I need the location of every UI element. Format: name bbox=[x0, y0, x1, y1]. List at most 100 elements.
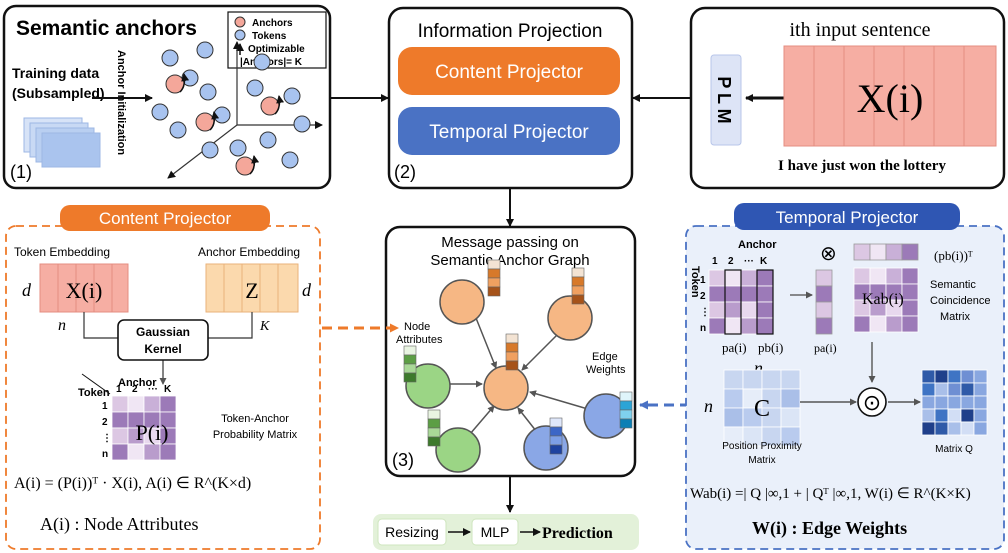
panel2-step: (2) bbox=[394, 162, 416, 182]
legend-count: |Anchors|= K bbox=[240, 57, 303, 68]
q-matrix-cell bbox=[973, 395, 988, 410]
q-matrix-cell bbox=[934, 395, 949, 410]
anchor-init-label: Anchor Initialization bbox=[115, 50, 127, 155]
q-matrix-cell bbox=[921, 408, 936, 423]
legend-tokens: Tokens bbox=[252, 31, 287, 42]
content-projector-label: Content Projector bbox=[435, 62, 584, 83]
p-matrix-cell bbox=[111, 395, 129, 413]
content-caption: A(i) : Node Attributes bbox=[40, 514, 198, 535]
edge-weights-line1: Edge bbox=[592, 351, 618, 363]
q-label: Matrix Q bbox=[935, 444, 973, 455]
position-proximity-matrix bbox=[723, 369, 801, 447]
graph-node-right bbox=[547, 295, 593, 341]
p-matrix-cell bbox=[159, 443, 177, 461]
content-cols-label: 2 bbox=[132, 384, 138, 395]
c-symbol: C bbox=[754, 396, 770, 422]
content-projector-button[interactable] bbox=[398, 47, 620, 95]
pa-label: pa(i) bbox=[722, 340, 747, 355]
p-matrix-cell bbox=[159, 395, 177, 413]
token-points bbox=[151, 41, 311, 169]
plm-box bbox=[710, 54, 742, 146]
gaussian-kernel-box bbox=[117, 319, 209, 361]
q-matrix-cell bbox=[934, 421, 949, 436]
token-embedding-label: Token Embedding bbox=[14, 245, 110, 259]
pa-vector-cell bbox=[815, 301, 833, 319]
t-probability-matrix bbox=[708, 269, 774, 335]
temporal-cols-label: K bbox=[760, 256, 768, 267]
temporal-cols-label: ··· bbox=[744, 256, 754, 267]
p-matrix-cell bbox=[127, 395, 145, 413]
k-matrix-cell bbox=[869, 315, 887, 333]
token-embedding-matrix bbox=[39, 263, 129, 313]
q-matrix-cell bbox=[947, 369, 962, 384]
t-matrix-cell bbox=[756, 269, 774, 287]
c-matrix-cell bbox=[780, 369, 801, 390]
c-matrix-cell bbox=[723, 388, 744, 409]
content-cols-label: 1 bbox=[116, 384, 122, 395]
q-matrix-cell bbox=[960, 421, 975, 436]
q-matrix-cell bbox=[947, 382, 962, 397]
pos-line2: Matrix bbox=[748, 455, 775, 466]
pos-line1: Position Proximity bbox=[722, 441, 801, 452]
p-matrix-cell bbox=[111, 411, 129, 429]
pa-vector bbox=[815, 269, 833, 335]
sem-line2: Coincidence bbox=[930, 295, 991, 307]
information-projection-panel: Information Projection Content Projector… bbox=[387, 6, 634, 190]
input-matrix-symbol: X(i) bbox=[857, 76, 924, 121]
content-projector-panel: Content Projector Token Embedding Anchor… bbox=[5, 205, 321, 550]
semantic-coincidence-matrix bbox=[853, 267, 919, 333]
odot-operator bbox=[857, 387, 887, 417]
p-matrix-cell bbox=[127, 443, 145, 461]
panel1-step: (1) bbox=[10, 162, 32, 182]
graph-node-left bbox=[405, 363, 451, 409]
k-symbol: Kab(i) bbox=[862, 291, 904, 308]
message-passing-panel: Message passing on Semantic Anchor Graph… bbox=[384, 225, 637, 478]
t-matrix-cell bbox=[740, 301, 758, 319]
c-matrix-cell bbox=[723, 369, 744, 390]
input-sentence-panel: ith input sentence P L M X(i) I have jus… bbox=[689, 6, 1006, 190]
t-matrix-cell bbox=[740, 317, 758, 335]
kernel-line1: Gaussian bbox=[136, 325, 190, 339]
c-matrix-cell bbox=[761, 369, 782, 390]
pbt-label: (pb(i))ᵀ bbox=[934, 248, 973, 263]
t-matrix-cell bbox=[740, 269, 758, 287]
plm-label: P L M bbox=[714, 76, 734, 123]
t-matrix-cell bbox=[724, 317, 742, 335]
q-matrix-cell bbox=[973, 369, 988, 384]
content-rows-label: ⋮ bbox=[102, 433, 112, 444]
temporal-rows-label: n bbox=[700, 323, 706, 334]
q-matrix-cell bbox=[934, 408, 949, 423]
pipeline-mlp: MLP bbox=[481, 524, 510, 540]
t-matrix-cell bbox=[708, 301, 726, 319]
kernel-line2: Kernel bbox=[144, 342, 181, 356]
q-matrix-cell bbox=[934, 382, 949, 397]
graph-node-bottom-left bbox=[435, 427, 481, 473]
sem-line1: Semantic bbox=[930, 279, 976, 291]
q-matrix-cell bbox=[947, 395, 962, 410]
t-matrix-cell bbox=[708, 269, 726, 287]
t-matrix-cell bbox=[724, 301, 742, 319]
temporal-rows-label: 2 bbox=[700, 291, 706, 302]
k-matrix-cell bbox=[901, 299, 919, 317]
pbt-vector bbox=[853, 243, 919, 261]
q-matrix-cell bbox=[934, 369, 949, 384]
t-row-labels: 12⋮n bbox=[700, 275, 710, 334]
temporal-projector-label: Temporal Projector bbox=[429, 122, 589, 143]
matrix-q bbox=[921, 369, 988, 436]
node-attribute-vectors bbox=[403, 259, 633, 455]
pb-vector-cell bbox=[853, 243, 871, 261]
c-n-top: n bbox=[754, 358, 763, 378]
c-matrix-cell bbox=[780, 426, 801, 447]
q-matrix-cell bbox=[960, 408, 975, 423]
q-matrix-cell bbox=[947, 408, 962, 423]
temporal-projector-button[interactable] bbox=[398, 107, 620, 155]
pa-highlight bbox=[724, 269, 742, 335]
q-matrix-cell bbox=[921, 395, 936, 410]
p-matrix bbox=[111, 395, 177, 461]
pa-vector-label: pa(i) bbox=[814, 341, 837, 355]
z-symbol: Z bbox=[245, 278, 258, 303]
sem-line3: Matrix bbox=[940, 311, 970, 323]
t-matrix-cell bbox=[756, 301, 774, 319]
k-matrix-cell bbox=[853, 267, 871, 285]
